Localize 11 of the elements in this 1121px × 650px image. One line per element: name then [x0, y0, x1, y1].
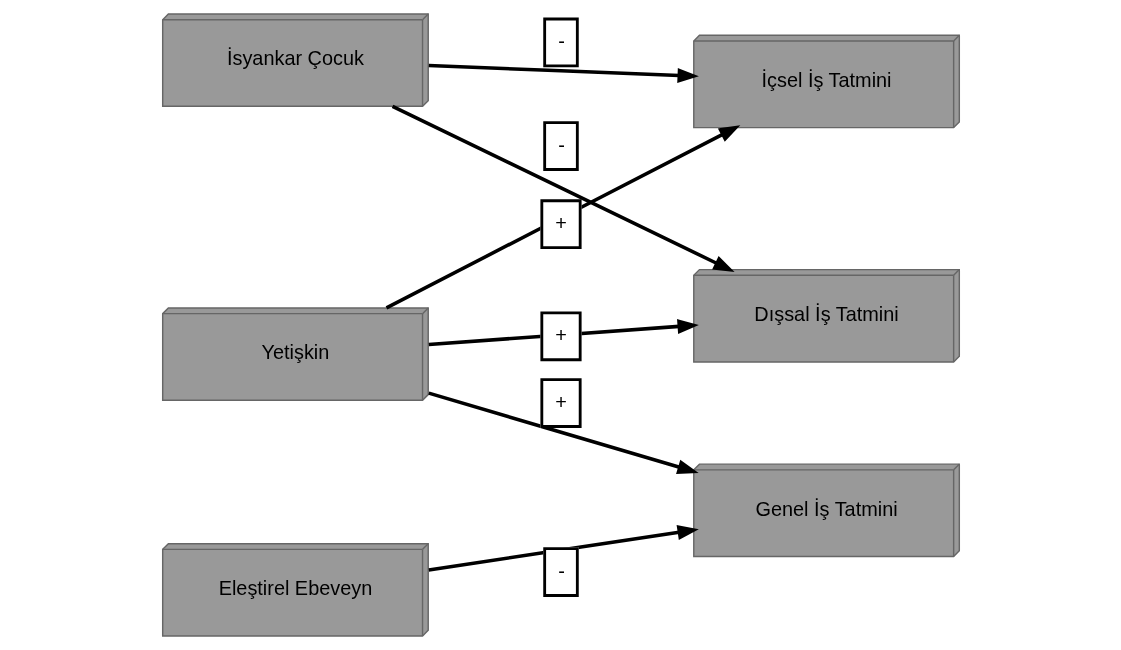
edge-label: + — [554, 324, 567, 347]
arrow — [391, 104, 735, 272]
edge-label: - — [557, 134, 565, 157]
arrow — [428, 63, 699, 83]
edge-label: + — [554, 391, 567, 414]
arrow — [428, 525, 699, 572]
edge-label: - — [557, 560, 565, 583]
arrow — [427, 391, 699, 475]
edge-label: + — [554, 212, 567, 235]
edge-label: - — [557, 30, 565, 53]
arrow — [385, 125, 740, 310]
